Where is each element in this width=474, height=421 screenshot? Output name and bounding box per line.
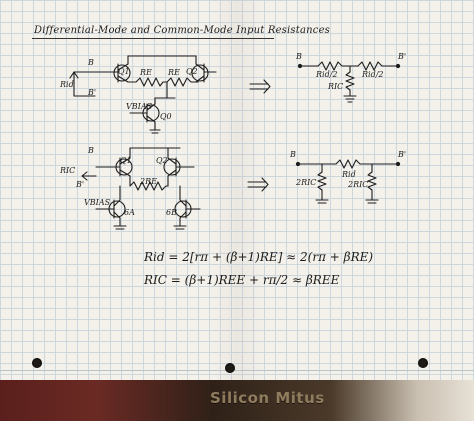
equation-ric: RIC = (β+1)REE + rπ/2 ≈ βREE <box>144 273 340 287</box>
page-title: Differential-Mode and Common-Mode Input … <box>34 25 331 36</box>
dm-label-vbias: VBIAS <box>126 102 153 111</box>
book-underneath <box>0 380 474 421</box>
book-title: Silicon Mitus <box>210 389 325 407</box>
grid-paper-page <box>0 0 474 386</box>
cm-label-vbias: VBIAS <box>84 198 111 207</box>
cm-eq-label-2ric-left: 2RIC <box>296 178 317 187</box>
dm-label-re-right: RE <box>168 68 180 77</box>
dm-label-q1: Q1 <box>118 67 130 76</box>
cm-eq-label-2ric-right: 2RIC <box>348 180 369 189</box>
dm-eq-label-rid-half-right: Rid/2 <box>362 70 384 79</box>
dm-label-q2: Q2 <box>186 67 198 76</box>
equation-rid: Rid = 2[rπ + (β+1)RE] ≈ 2(rπ + βRE) <box>144 250 374 264</box>
dm-eq-label-b-prime: B' <box>398 52 407 61</box>
page-fold-shadow <box>0 0 474 386</box>
binder-hole <box>225 363 235 373</box>
cm-equivalent <box>295 159 401 204</box>
dm-label-q0: Q0 <box>160 112 172 121</box>
bottom-margin-line <box>0 370 474 371</box>
cm-label-b: B <box>88 146 94 155</box>
cm-label-b-prime: B' <box>76 180 85 189</box>
dm-label-re-left: RE <box>140 68 152 77</box>
cm-label-6a: 6A <box>124 208 135 217</box>
cm-label-ric: RIC <box>60 166 76 175</box>
dm-label-b-prime: B' <box>88 88 97 97</box>
dm-label-b: B <box>88 58 94 67</box>
cm-eq-label-b: B <box>290 150 296 159</box>
dm-equivalent <box>297 61 401 103</box>
title-underline <box>32 38 274 39</box>
dm-eq-label-b: B <box>296 52 302 61</box>
dm-circuit <box>69 55 217 134</box>
cm-eq-label-b-prime: B' <box>398 150 407 159</box>
arrow-icon <box>247 79 271 192</box>
cm-label-q1: Q1 <box>120 156 132 165</box>
cm-eq-label-rid: Rid <box>342 170 356 179</box>
dm-eq-label-ric: RIC <box>328 82 344 91</box>
binder-hole <box>418 358 428 368</box>
cm-label-6b: 6B <box>166 208 177 217</box>
binder-hole <box>32 358 42 368</box>
cm-label-q2: Q2 <box>156 156 168 165</box>
dm-label-rid: Rid <box>60 80 74 89</box>
cm-circuit <box>81 147 201 230</box>
cm-label-2re: 2RE <box>140 177 157 186</box>
dm-eq-label-rid-half-left: Rid/2 <box>316 70 338 79</box>
